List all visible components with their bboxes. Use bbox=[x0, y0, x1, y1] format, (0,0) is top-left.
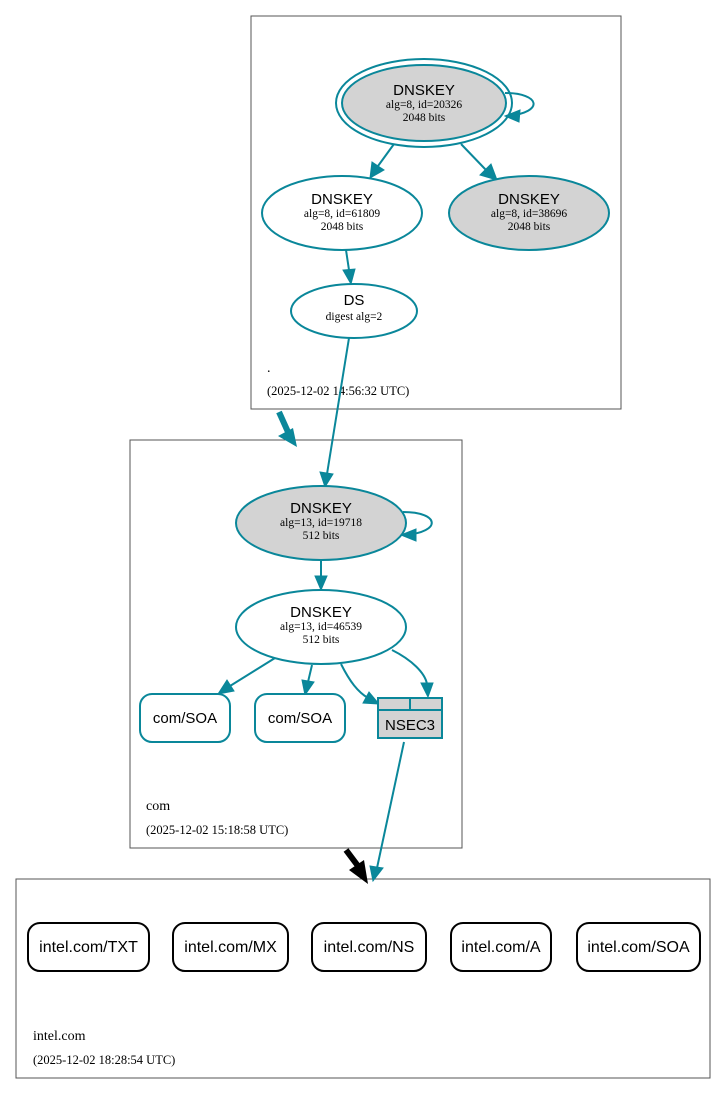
edge-delegation-root-to-com bbox=[276, 410, 291, 434]
node-com-soa-1-label: com/SOA bbox=[153, 710, 217, 727]
node-com-ds: DS digest alg=2 bbox=[290, 283, 418, 339]
node-com-ksk-alg: alg=13, id=19718 bbox=[280, 517, 362, 529]
edge-com-zsk-to-nsec3-a bbox=[340, 663, 369, 699]
node-com-zsk-bits: 512 bits bbox=[303, 634, 340, 646]
zone-com-name: com bbox=[146, 799, 170, 814]
edge-root-zsk1-to-ds bbox=[345, 249, 350, 271]
node-com-soa-1: com/SOA bbox=[139, 693, 231, 743]
node-com-ds-digest: digest alg=2 bbox=[326, 311, 383, 323]
edge-ds-to-com-ksk bbox=[326, 337, 350, 475]
node-root-zsk2-bits: 2048 bits bbox=[508, 221, 551, 233]
zone-intel-timestamp: (2025-12-02 18:28:54 UTC) bbox=[33, 1053, 175, 1067]
edges bbox=[216, 92, 535, 884]
node-intel-ns-label: intel.com/NS bbox=[324, 939, 415, 956]
edge-root-ksk-to-zsk1-arrowhead bbox=[369, 161, 385, 179]
node-com-ds-title: DS bbox=[344, 292, 365, 309]
edge-com-zsk-to-soa1-arrowhead bbox=[216, 679, 235, 695]
edge-com-ksk-self-arrowhead bbox=[399, 528, 417, 542]
edge-com-zsk-to-nsec3-b bbox=[391, 649, 428, 685]
zone-root-name: . bbox=[267, 361, 271, 376]
node-intel-a: intel.com/A bbox=[450, 922, 552, 972]
edge-delegation-com-to-intel bbox=[343, 848, 361, 868]
edge-com-zsk-to-soa1 bbox=[229, 657, 276, 687]
edge-root-zsk1-to-ds-arrowhead bbox=[342, 268, 356, 286]
edge-root-ksk-self-arrowhead bbox=[503, 109, 521, 123]
edge-com-ksk-to-zsk-arrowhead bbox=[314, 575, 328, 592]
edge-com-zsk-to-nsec3-b-arrowhead bbox=[420, 682, 434, 699]
zone-root-timestamp: (2025-12-02 14:56:32 UTC) bbox=[267, 384, 409, 398]
node-com-nsec3: NSEC3 bbox=[377, 697, 443, 739]
edge-nsec3-to-intel-arrowhead bbox=[369, 865, 384, 883]
edge-root-ksk-to-zsk1 bbox=[377, 143, 395, 167]
edge-com-zsk-to-soa2-arrowhead bbox=[301, 679, 315, 697]
node-com-soa-2-label: com/SOA bbox=[268, 710, 332, 727]
edge-nsec3-to-intel bbox=[376, 741, 405, 869]
edge-com-zsk-to-nsec3-a-arrowhead bbox=[362, 691, 381, 705]
zone-intel-name: intel.com bbox=[33, 1029, 86, 1044]
node-root-zsk1-bits: 2048 bits bbox=[321, 221, 364, 233]
zone-com-timestamp: (2025-12-02 15:18:58 UTC) bbox=[146, 823, 288, 837]
node-intel-mx-label: intel.com/MX bbox=[184, 939, 277, 956]
node-intel-txt-label: intel.com/TXT bbox=[39, 939, 138, 956]
node-com-ksk: DNSKEY alg=13, id=19718 512 bits bbox=[235, 485, 407, 561]
node-intel-txt: intel.com/TXT bbox=[27, 922, 150, 972]
node-root-zsk1: DNSKEY alg=8, id=61809 2048 bits bbox=[261, 175, 423, 251]
edge-ds-to-com-ksk-arrowhead bbox=[319, 471, 334, 489]
node-com-zsk-alg: alg=13, id=46539 bbox=[280, 621, 362, 633]
node-com-zsk: DNSKEY alg=13, id=46539 512 bits bbox=[235, 589, 407, 665]
node-com-ksk-title: DNSKEY bbox=[290, 500, 352, 517]
edge-root-ksk-to-zsk2 bbox=[460, 143, 487, 171]
node-intel-a-label: intel.com/A bbox=[461, 939, 540, 956]
node-intel-ns: intel.com/NS bbox=[311, 922, 427, 972]
edge-delegation-root-to-com-arrowhead bbox=[278, 428, 297, 447]
zone-intel-box bbox=[15, 878, 711, 1079]
node-com-zsk-title: DNSKEY bbox=[290, 604, 352, 621]
node-root-zsk2-alg: alg=8, id=38696 bbox=[491, 208, 567, 220]
node-root-ksk-alg: alg=8, id=20326 bbox=[386, 99, 462, 111]
node-intel-mx: intel.com/MX bbox=[172, 922, 289, 972]
intel-records: intel.com/TXT intel.com/MX intel.com/NS … bbox=[27, 922, 701, 972]
node-com-ksk-bits: 512 bits bbox=[303, 530, 340, 542]
node-com-soa-2: com/SOA bbox=[254, 693, 346, 743]
node-root-ksk-title: DNSKEY bbox=[393, 82, 455, 99]
node-com-nsec3-label: NSEC3 bbox=[385, 717, 435, 734]
edge-root-ksk-to-zsk2-arrowhead bbox=[479, 163, 498, 181]
node-root-ksk-bits: 2048 bits bbox=[403, 112, 446, 124]
node-root-zsk1-title: DNSKEY bbox=[311, 191, 373, 208]
node-root-zsk2: DNSKEY alg=8, id=38696 2048 bits bbox=[448, 175, 610, 251]
edge-com-zsk-to-soa2 bbox=[307, 664, 313, 683]
node-intel-soa: intel.com/SOA bbox=[576, 922, 701, 972]
node-root-zsk1-alg: alg=8, id=61809 bbox=[304, 208, 380, 220]
node-intel-soa-label: intel.com/SOA bbox=[587, 939, 690, 956]
edge-delegation-com-to-intel-arrowhead bbox=[349, 860, 368, 884]
node-root-ksk: DNSKEY alg=8, id=20326 2048 bits bbox=[335, 58, 513, 148]
node-root-zsk2-title: DNSKEY bbox=[498, 191, 560, 208]
